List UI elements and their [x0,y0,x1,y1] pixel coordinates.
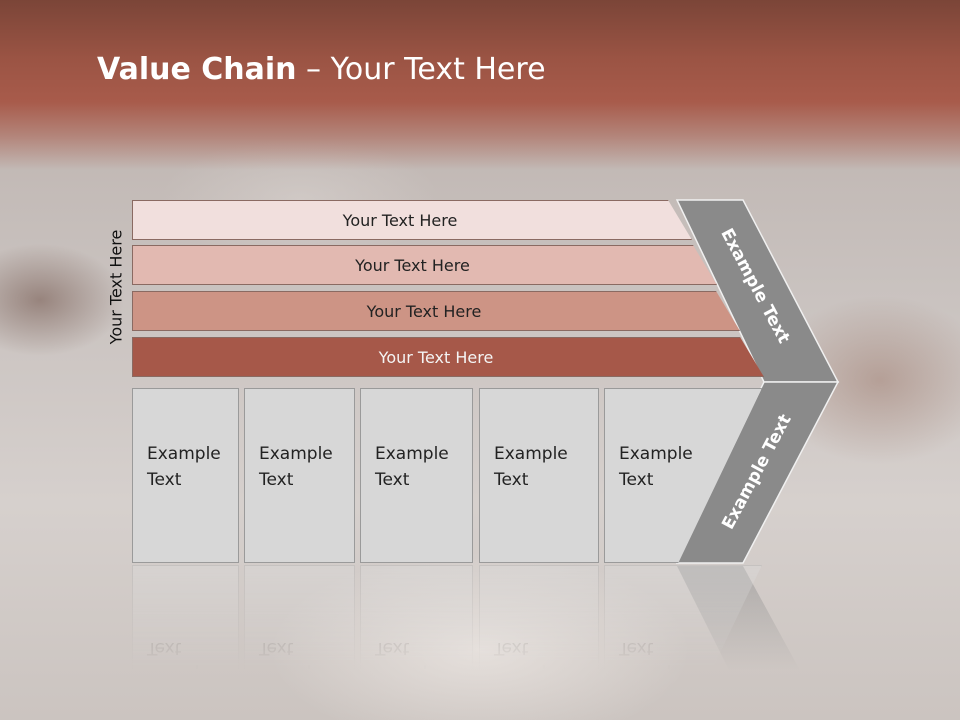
box-2-reflection-line2: Text [259,638,294,658]
band-1: Your Text Here [132,200,692,240]
box-1-reflection-line1: Example [147,664,221,684]
box-1-reflection-line2: Text [147,638,182,658]
box-4-line1: Example [494,444,568,464]
band-3: Your Text Here [132,291,740,331]
box-4-reflection-line1: Example [494,664,568,684]
box-1-line2: Text [147,470,182,490]
box-3-reflection-line2: Text [375,638,410,658]
box-3-reflection-line1: Example [375,664,449,684]
band-2-label: Your Text Here [355,255,470,275]
band-1-label: Your Text Here [342,210,458,230]
box-3-line2: Text [375,470,410,490]
box-5-reflection-line2: Text [619,638,654,658]
band-2: Your Text Here [132,245,717,285]
title-bold: Value Chain [97,52,297,87]
box-3-line1: Example [375,444,449,464]
box-1-line1: Example [147,444,221,464]
slide-title: Value Chain – Your Text Here [97,52,546,87]
band-4-label: Your Text Here [378,347,494,367]
box-2-line1: Example [259,444,333,464]
box-5-line1: Example [619,444,693,464]
box-5-line2: Text [619,470,654,490]
box-2-line2: Text [259,470,294,490]
box-4-line2: Text [494,470,529,490]
box-5-reflection: Example Text [604,565,762,715]
band-3-label: Your Text Here [366,301,482,321]
band-4: Your Text Here [132,337,764,377]
box-4-reflection-line2: Text [494,638,529,658]
box-5-reflection-line1: Example [619,664,693,684]
box-4-reflection: Example Text [479,565,599,715]
box-2-reflection: Example Text [244,565,355,715]
header-band [0,0,960,170]
box-3-reflection: Example Text [360,565,473,715]
box-1-reflection: Example Text [132,565,239,715]
box-2-reflection-line1: Example [259,664,333,684]
title-rest: – Your Text Here [296,52,546,87]
